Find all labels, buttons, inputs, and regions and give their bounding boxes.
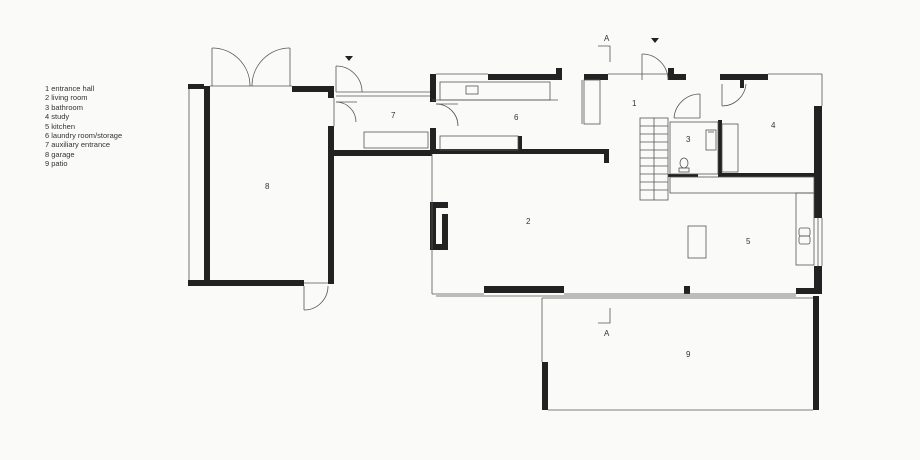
- room-legend: 1 entrance hall 2 living room 3 bathroom…: [45, 84, 122, 169]
- toilet-icon: [678, 157, 690, 173]
- garage-outlines: [188, 85, 335, 284]
- garage-double-door: [211, 47, 291, 87]
- house-doors: [435, 53, 747, 127]
- auxiliary-entrance: [335, 56, 430, 149]
- legend-item: 7 auxiliary entrance: [45, 140, 111, 150]
- house-outlines: [431, 73, 823, 297]
- legend-item: 3 bathroom: [45, 102, 83, 112]
- room-label-garage: 8: [265, 182, 270, 191]
- room-label-patio: 9: [686, 350, 691, 359]
- section-label-bottom: A: [604, 329, 610, 338]
- room-label-auxiliary-entrance: 7: [391, 111, 396, 120]
- section-marker-top: A: [598, 34, 611, 62]
- room-label-kitchen: 5: [746, 237, 751, 246]
- legend-item: 2 living room: [45, 93, 88, 103]
- room-label-study: 4: [771, 121, 776, 130]
- patio: [541, 296, 819, 411]
- garage-walls: [188, 84, 432, 286]
- room-label-laundry: 6: [514, 113, 519, 122]
- legend-item: 1 entrance hall: [45, 84, 95, 93]
- laundry-fixture-icon: [465, 85, 479, 95]
- legend-item: 5 kitchen: [45, 121, 76, 131]
- entry-arrow-icon: [345, 56, 353, 61]
- room-label-living-room: 2: [526, 217, 531, 226]
- section-label-top: A: [604, 34, 610, 43]
- garage-side-door: [303, 285, 329, 311]
- section-marker-bottom: A: [598, 308, 611, 338]
- legend-item: 4 study: [45, 112, 70, 122]
- kitchen-sink-icon: [798, 227, 811, 245]
- house-walls: [430, 68, 822, 294]
- room-label-bathroom: 3: [686, 135, 691, 144]
- legend-item: 9 patio: [45, 159, 68, 169]
- room-label-entrance-hall: 1: [632, 99, 637, 108]
- legend-item: 6 laundry room/storage: [45, 131, 123, 141]
- main-entry-arrow-icon: [651, 38, 659, 43]
- legend-item: 8 garage: [45, 149, 75, 159]
